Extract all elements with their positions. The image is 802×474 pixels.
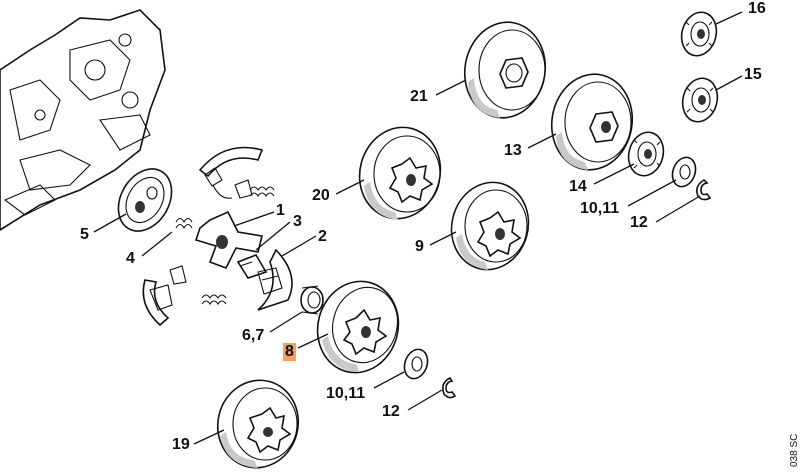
part-6-7-needle-bearing: [300, 285, 324, 315]
part-14-rim-sprocket: [627, 131, 665, 177]
drawing-code: 038 SC: [789, 433, 800, 467]
part-3-shoe-piece: [236, 254, 268, 279]
part-clutch-shoe-left: [142, 265, 187, 327]
callout-2: 2: [318, 228, 327, 245]
callout-12-top: 12: [630, 214, 648, 231]
callout-6-7: 6,7: [242, 327, 265, 344]
part-9-drum: [450, 181, 530, 271]
part-1-clutch-carrier: [194, 210, 263, 270]
engine-housing: [0, 9, 166, 231]
leader-lines: [93, 11, 743, 445]
part-4-spring: [175, 217, 193, 230]
part-15-rim-sprocket: [681, 77, 719, 123]
callout-14: 14: [569, 178, 587, 195]
part-20-drum: [358, 126, 442, 220]
callout-1: 1: [276, 202, 285, 219]
part-16-rim-sprocket: [680, 11, 718, 57]
callout-4: 4: [126, 250, 135, 267]
part-spring-lower: [201, 294, 227, 305]
callout-16: 16: [748, 0, 766, 17]
part-10-11-washer-bottom: [403, 348, 429, 380]
callout-13: 13: [504, 142, 522, 159]
part-8-clutch-drum: [316, 280, 400, 374]
callout-15: 15: [744, 66, 762, 83]
part-clutch-shoe-top: [198, 146, 264, 199]
callout-10-11-bottom: 10,11: [326, 385, 366, 402]
part-2-clutch-shoe-right: [257, 248, 293, 311]
callout-10-11-top: 10,11: [580, 200, 620, 217]
callout-9: 9: [415, 238, 424, 255]
callout-5: 5: [80, 226, 89, 243]
callout-21: 21: [410, 88, 428, 105]
part-19-drum: [216, 379, 300, 469]
part-spring-top: [249, 186, 275, 197]
part-12-circlip-top: [696, 178, 712, 201]
part-10-11-washer-top: [671, 156, 697, 188]
part-21-rim-drum: [463, 21, 547, 119]
part-12-circlip-bottom: [442, 376, 457, 399]
callout-12-bottom: 12: [382, 403, 400, 420]
part-13-rim-drum: [550, 73, 634, 171]
callout-20: 20: [312, 187, 330, 204]
callout-8-highlighted: 8: [283, 343, 296, 361]
callout-19: 19: [172, 436, 190, 453]
part-5-cover-disc: [117, 168, 173, 232]
callout-3: 3: [293, 213, 302, 230]
